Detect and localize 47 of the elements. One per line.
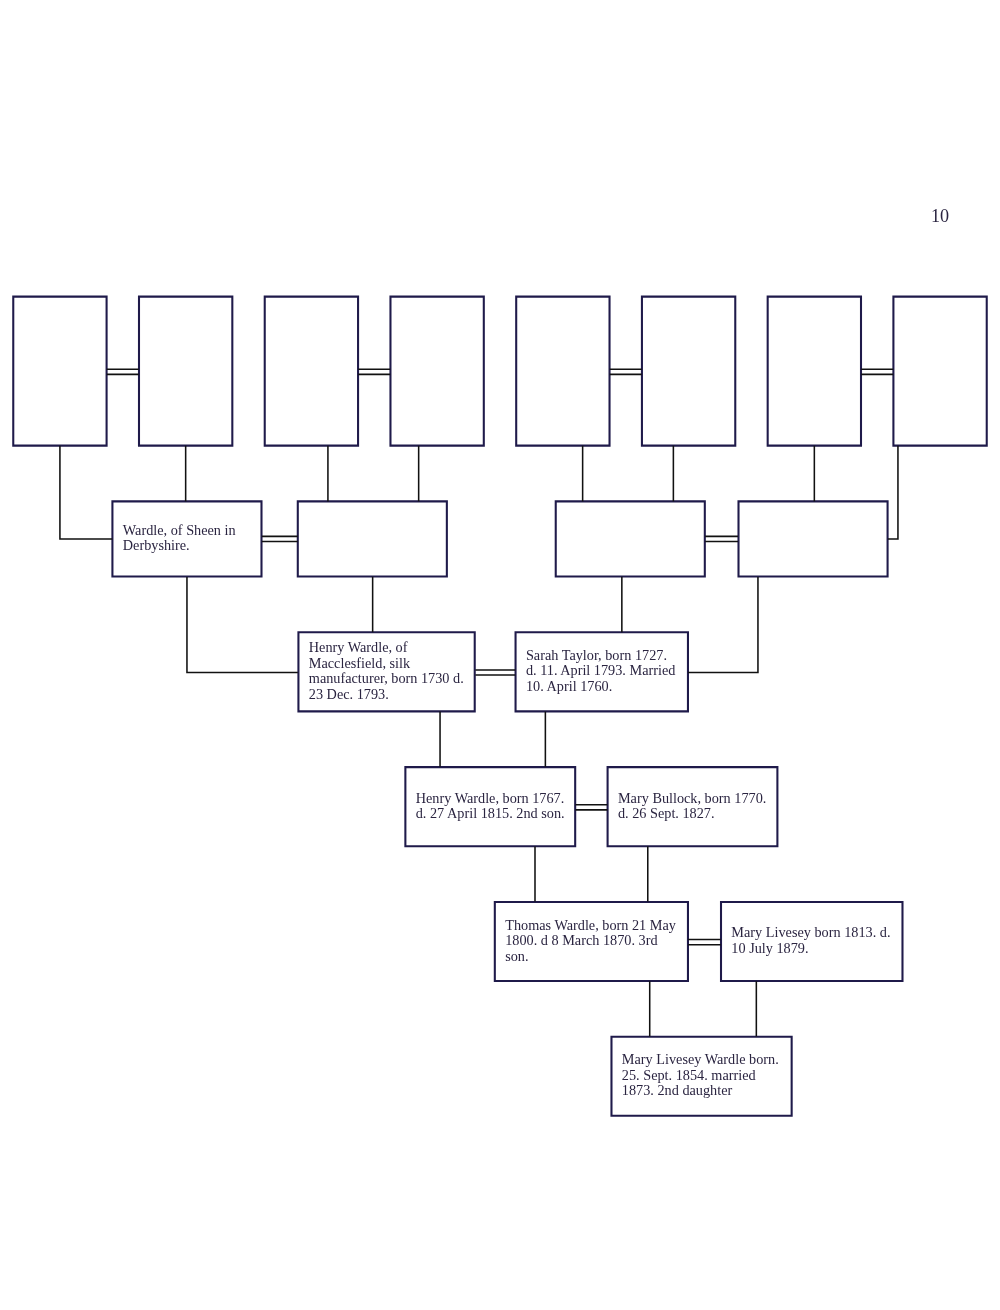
connector (687, 576, 759, 674)
connector (887, 444, 899, 540)
node-box (554, 500, 706, 578)
node-box: Wardle, of Sheen in Derbyshire. (111, 500, 263, 578)
node-box: Henry Wardle, born 1767. d. 27 April 1815. 2nd son. (404, 766, 577, 848)
node-box (137, 295, 234, 447)
connector (755, 980, 758, 1038)
connector (544, 710, 547, 768)
node-box: Mary Livesey born 1813. d. 10 July 1879. (719, 900, 904, 983)
connector (534, 845, 536, 903)
connector (860, 368, 894, 376)
connector (648, 980, 651, 1038)
connector (581, 444, 584, 503)
connector (574, 803, 609, 811)
node-box: Sarah Taylor, born 1727. d. 11. April 1793. Married 10. April 1760. (514, 631, 689, 713)
connector (647, 845, 649, 903)
connector (327, 444, 329, 503)
node-box: Mary Bullock, born 1770. d. 26 Sept. 1827. (606, 766, 779, 848)
connector (59, 444, 114, 540)
connector (417, 444, 420, 503)
label: 10 (931, 206, 950, 227)
node-box (892, 295, 988, 447)
connector (357, 368, 392, 376)
node-box (766, 295, 863, 447)
connector (371, 575, 374, 633)
node-box (389, 295, 485, 447)
connector (261, 535, 299, 543)
node-box (515, 295, 611, 447)
node-box: Thomas Wardle, born 21 May 1800. d 8 March 1870. 3rd son. (493, 900, 689, 983)
connector (439, 710, 441, 768)
node-box (12, 295, 108, 447)
node-box (737, 500, 889, 578)
connector (621, 575, 623, 633)
node-box (263, 295, 360, 447)
connector (474, 669, 517, 676)
connector (105, 368, 140, 376)
connector (184, 444, 187, 503)
connector (687, 938, 722, 946)
node-box (640, 295, 737, 447)
node-box: Mary Livesey Wardle born. 25. Sept. 1854. married 1873. 2nd daughter (610, 1035, 793, 1117)
connector (608, 368, 643, 376)
node-box: Henry Wardle, of Macclesfield, silk manufacturer, born 1730 d. 23 Dec. 1793. (297, 631, 476, 713)
connector (813, 444, 816, 503)
connector (672, 444, 675, 503)
node-box (296, 500, 448, 578)
connector (704, 535, 739, 543)
connector (186, 576, 299, 674)
